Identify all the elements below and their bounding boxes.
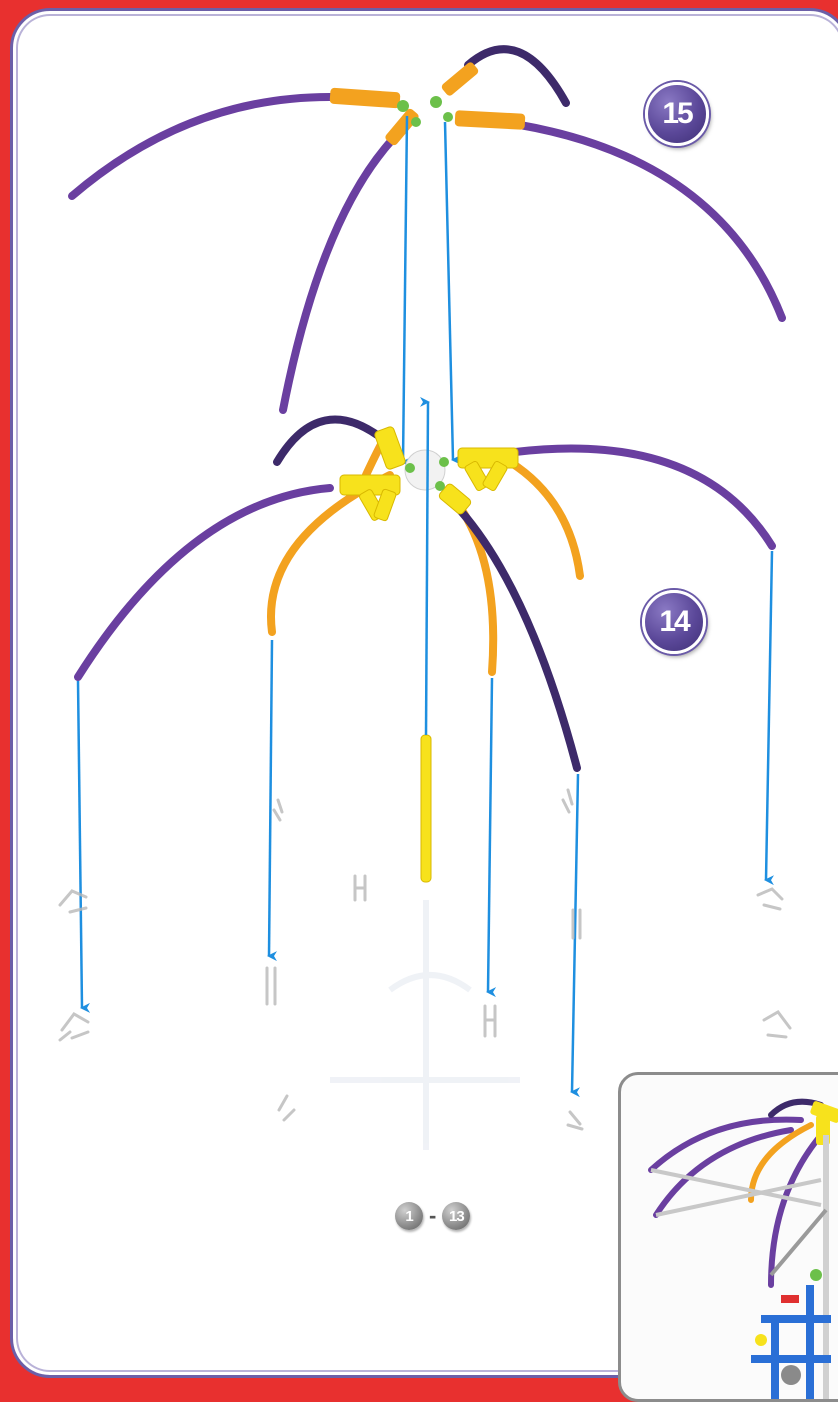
- base-clip: [274, 800, 282, 820]
- prior-step-end-badge: 13: [442, 1202, 470, 1230]
- rod-purple-far-left: [78, 488, 330, 677]
- base-clip: [485, 1006, 495, 1036]
- rod-purple-right: [520, 125, 782, 318]
- rod-orange-right: [510, 462, 580, 576]
- rod-yellow-center: [421, 735, 431, 882]
- assembly-arrow: [269, 640, 272, 956]
- prior-steps-reference: 1 - 13: [395, 1202, 470, 1230]
- assembly-arrow: [78, 681, 82, 1008]
- base-clip: [60, 1014, 88, 1040]
- connector-green-hub-a: [405, 463, 415, 473]
- connector-green-hub-c: [435, 481, 445, 491]
- step-14-badge: 14: [642, 590, 706, 654]
- connector-green-hub-b: [439, 457, 449, 467]
- connector-orange-mid: [384, 107, 420, 147]
- rod-dark-purple-hub: [277, 420, 384, 462]
- base-clip: [279, 1096, 294, 1120]
- base-clip: [764, 1012, 790, 1037]
- assembly-arrow: [488, 678, 492, 992]
- connector-green-b: [430, 96, 442, 108]
- connector-green-d: [443, 112, 453, 122]
- connector-orange-top: [440, 61, 480, 97]
- connector-green-c: [411, 117, 421, 127]
- assembly-arrow: [403, 116, 407, 462]
- faded-base-structure: [330, 900, 520, 1150]
- rod-purple-left: [72, 97, 335, 196]
- connector-orange-right: [455, 110, 526, 130]
- base-clip: [563, 790, 572, 812]
- connector-yellow-right: [458, 448, 518, 492]
- connector-green-a: [397, 100, 409, 112]
- rod-dark-purple-top: [468, 49, 566, 103]
- base-clip: [355, 876, 365, 900]
- connector-orange-left: [330, 88, 401, 109]
- base-clip: [758, 889, 782, 909]
- assembly-arrow: [445, 122, 453, 460]
- base-clip: [267, 968, 275, 1004]
- base-clip: [568, 1112, 582, 1129]
- rod-purple-lower-left: [283, 140, 392, 410]
- prior-step-start-badge: 1: [395, 1202, 423, 1230]
- step-15-badge: 15: [645, 82, 709, 146]
- finished-model-preview: [618, 1072, 838, 1402]
- finished-model-illustration: [621, 1075, 838, 1402]
- base-clip: [60, 891, 86, 912]
- prior-steps-separator: -: [429, 1202, 436, 1230]
- assembly-arrow: [766, 551, 772, 880]
